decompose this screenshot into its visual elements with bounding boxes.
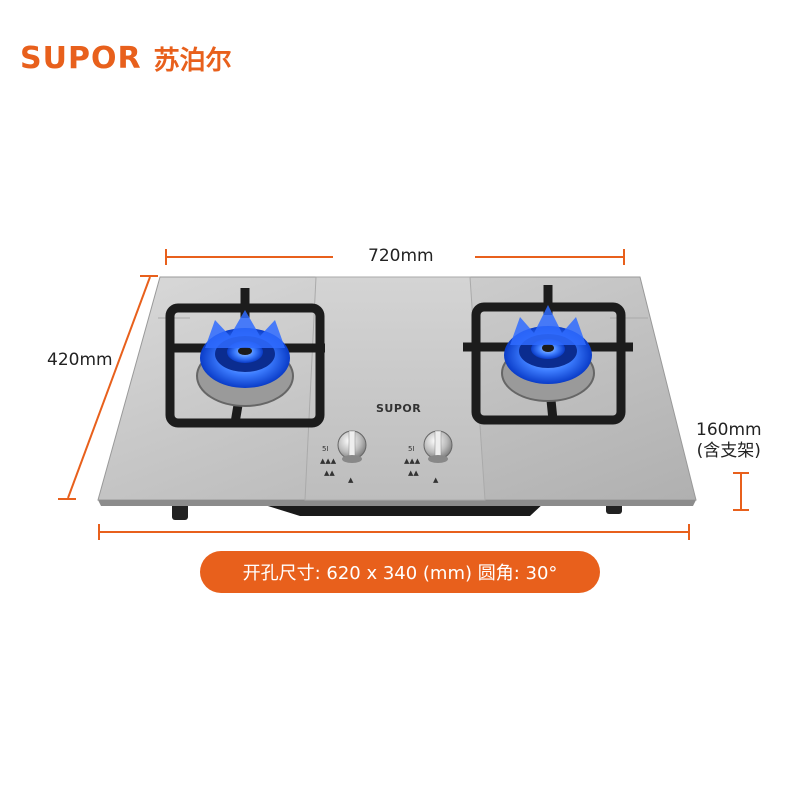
- left-knob: [337, 430, 367, 463]
- height-note: (含支架): [696, 441, 761, 461]
- width-dimension-tick-right: [623, 249, 625, 265]
- height-dimension-tick-top: [733, 472, 749, 474]
- stove-logo: SUPOR: [376, 402, 422, 415]
- right-knob: [423, 430, 453, 463]
- brand-logo: SUPOR 苏泊尔: [20, 40, 232, 77]
- svg-text:▲: ▲: [433, 476, 439, 484]
- svg-text:▲: ▲: [348, 476, 354, 484]
- base-dimension-tick-right: [688, 524, 690, 540]
- brand-logo-text: SUPOR: [20, 41, 142, 76]
- depth-dimension-line: [67, 276, 151, 499]
- flame-indicator-icon: 5I ▲▲▲ ▲▲ ▲ 5I ▲▲▲ ▲▲ ▲: [320, 445, 439, 484]
- height-dimension-line: [740, 472, 742, 510]
- height-value: 160mm: [696, 420, 762, 440]
- svg-text:▲▲: ▲▲: [408, 469, 419, 477]
- control-panel: [304, 276, 486, 501]
- svg-text:5I: 5I: [322, 445, 329, 453]
- right-burner: [463, 285, 633, 425]
- depth-label: 420mm: [47, 350, 113, 370]
- flame-tips: [510, 305, 586, 345]
- cutout-size-banner: 开孔尺寸: 620 x 340 (mm) 圆角: 30°: [200, 551, 600, 593]
- stove-front-edge: [98, 500, 696, 506]
- width-dimension-line-right: [475, 256, 625, 258]
- flame-tips: [205, 310, 285, 348]
- base-dimension-tick-left: [98, 524, 100, 540]
- width-dimension-line-left: [165, 256, 333, 258]
- left-burner: [165, 288, 325, 428]
- brand-cn-name: 苏泊尔: [153, 46, 232, 76]
- svg-text:▲▲▲: ▲▲▲: [404, 457, 421, 465]
- base-dimension-line: [98, 531, 690, 533]
- svg-text:5I: 5I: [408, 445, 415, 453]
- svg-text:▲▲: ▲▲: [324, 469, 335, 477]
- cutout-size-text: 开孔尺寸: 620 x 340 (mm) 圆角: 30°: [242, 563, 558, 584]
- height-label: 160mm (含支架): [696, 420, 762, 462]
- height-dimension-tick-bottom: [733, 509, 749, 511]
- width-label: 720mm: [368, 246, 434, 266]
- svg-text:▲▲▲: ▲▲▲: [320, 457, 337, 465]
- width-dimension-tick-left: [165, 249, 167, 265]
